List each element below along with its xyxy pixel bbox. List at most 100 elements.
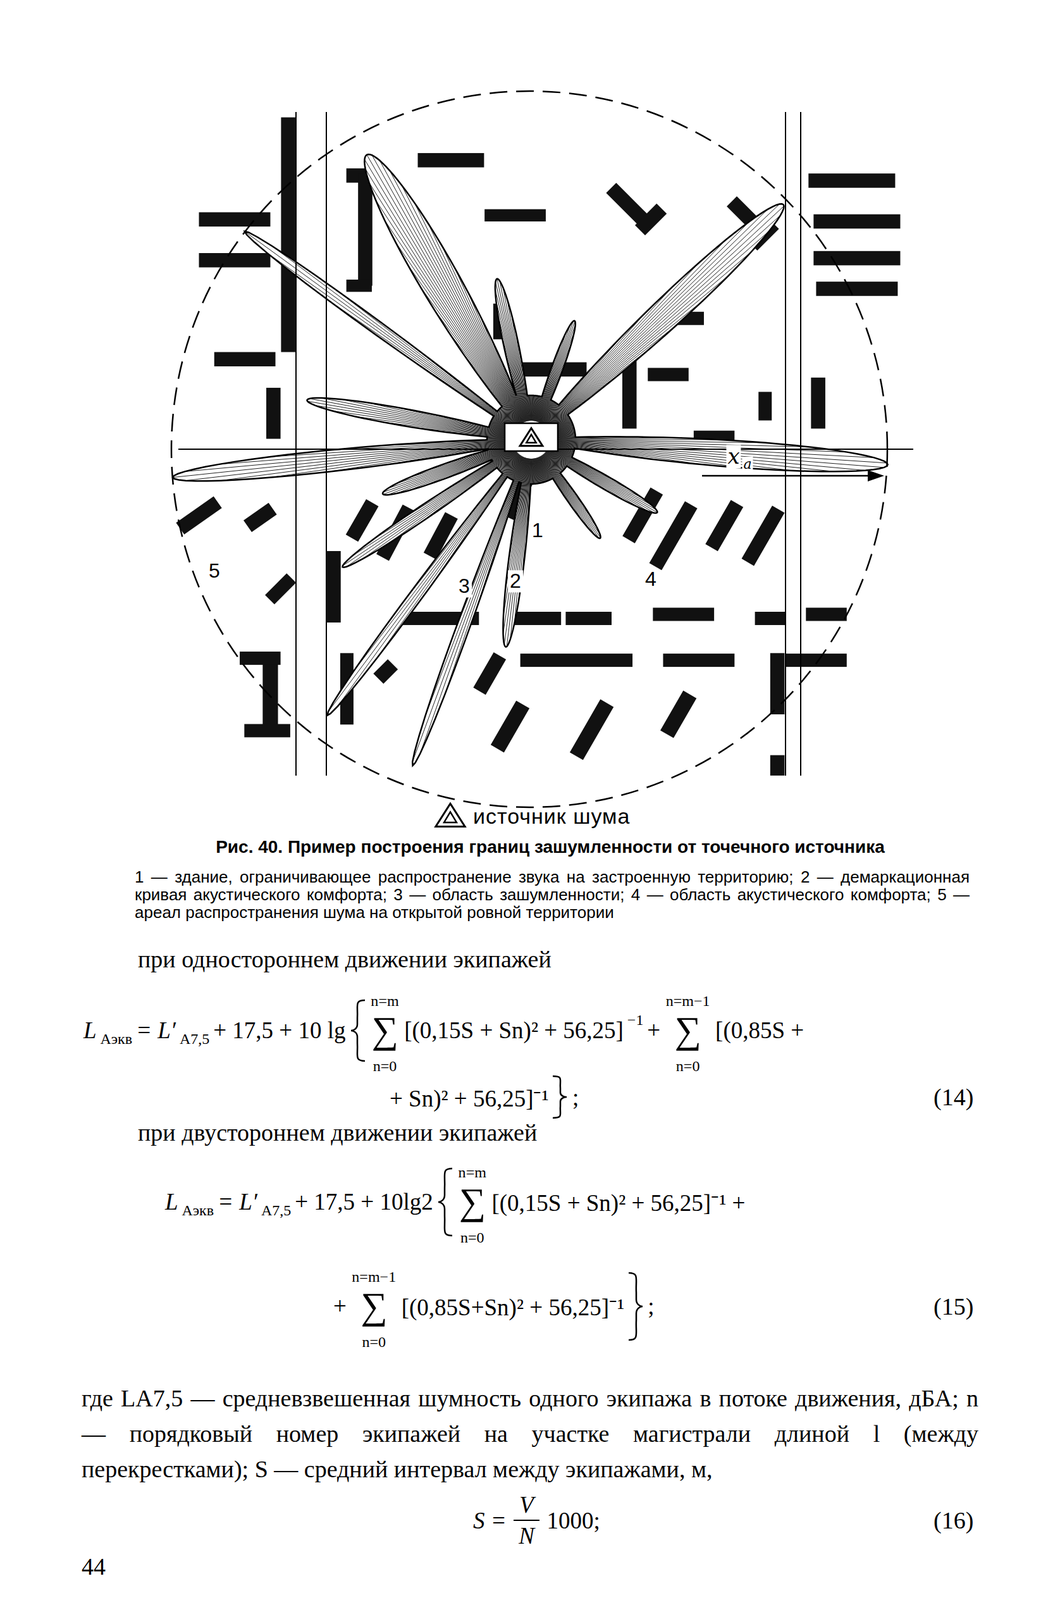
building: [175, 495, 222, 534]
hatch-ray: [266, 252, 516, 429]
hatch-ray: [550, 439, 720, 441]
brace: [349, 998, 365, 1062]
formula-slot: S =: [473, 1506, 507, 1534]
brace-path: [438, 1168, 453, 1236]
formula-slot: n=m−1: [351, 1259, 396, 1288]
building: [705, 499, 744, 551]
body-paragraph: где LA7,5 — средневзвешенная шумность од…: [81, 1380, 979, 1487]
hatch-ray: [412, 457, 525, 762]
building: [813, 251, 900, 266]
callout-number: 1: [530, 519, 546, 542]
building: [660, 690, 697, 739]
building: [199, 212, 271, 228]
building: [647, 367, 689, 381]
sum-stack: n=m∑n=0: [370, 984, 399, 1076]
building: [510, 611, 562, 625]
hatch-ray: [376, 454, 520, 658]
hatch-ray: [507, 298, 529, 421]
hatch-ray: [531, 395, 532, 421]
guides: [171, 91, 914, 827]
hatch-ray: [528, 395, 530, 421]
hatch-ray: [444, 457, 526, 696]
hatch-ray: [530, 395, 532, 421]
building: [239, 651, 281, 665]
hatch-ray: [545, 203, 780, 427]
callout-number: 2: [507, 569, 524, 592]
hatch-ray: [328, 454, 520, 712]
building: [326, 550, 341, 623]
building: [345, 499, 379, 542]
formula-part: ;: [647, 1292, 654, 1319]
sum-limit: n=0: [460, 1228, 485, 1246]
building: [770, 652, 785, 715]
legend-source-symbol: [435, 803, 465, 826]
formula-part: S =: [473, 1507, 507, 1534]
building: [808, 173, 895, 188]
hatch-ray: [543, 286, 673, 426]
hatch-ray: [467, 291, 524, 423]
brace-path: [628, 1272, 643, 1340]
building: [280, 117, 296, 352]
formula-row: +n=m−1∑n=0[(0,85S+Sn)² + 56,25]⁻¹;: [331, 1259, 657, 1352]
hatch-ray: [379, 160, 522, 424]
formula-slot: ;: [647, 1292, 654, 1320]
building: [810, 377, 826, 429]
hatch-ray: [511, 313, 529, 421]
hatch-ray: [495, 281, 528, 421]
sum-sign: ∑: [674, 1008, 702, 1051]
sum-sign: ∑: [360, 1284, 388, 1327]
formula-part: N: [518, 1522, 535, 1549]
callout-number: 3: [456, 574, 472, 598]
building: [244, 723, 291, 737]
formula-slot: 1000;: [547, 1506, 601, 1534]
formula-part: −1: [627, 1011, 644, 1028]
formula-slot: ∑: [371, 1011, 398, 1049]
sum-stack: n=m−1∑n=0: [665, 984, 711, 1076]
noise-petals: [172, 154, 888, 766]
formula-part: [(0,15S + Sn)² + 56,25]⁻¹ +: [491, 1189, 746, 1216]
hatch-ray: [550, 441, 866, 471]
legend-source-symbol-inner: [443, 811, 457, 823]
hatch-ray: [531, 458, 532, 484]
formula-slot: ∑: [360, 1287, 388, 1325]
brace-path: [552, 1075, 567, 1118]
hatch-ray: [545, 251, 752, 427]
building: [770, 755, 785, 776]
building: [266, 387, 281, 439]
formula-slot: + 17,5 + 10 lg: [213, 1016, 346, 1044]
hatch-ray: [531, 458, 534, 484]
hatch-ray: [441, 245, 524, 423]
street-line: [800, 111, 802, 776]
sum-limit: n=0: [373, 1057, 398, 1074]
hatch-ray: [499, 280, 528, 422]
body-text: при двустороннем движении экипажей: [137, 1118, 537, 1147]
formula-part: A7,5: [179, 1030, 210, 1047]
hatch-ray: [545, 230, 770, 427]
formula-slot: A7,5: [261, 1187, 291, 1215]
hatch-ray: [550, 440, 885, 468]
building: [484, 209, 546, 222]
building: [634, 203, 667, 236]
building: [815, 281, 898, 296]
formula-part: [(0,15S + Sn)² + 56,25]: [404, 1016, 624, 1043]
hatch-ray: [384, 220, 521, 424]
hatch-ray: [545, 275, 729, 428]
formula-part: + 17,5 + 10 lg: [213, 1016, 346, 1043]
building: [373, 659, 398, 684]
body-text: (15): [933, 1292, 974, 1320]
demarcation-curve: [172, 154, 888, 766]
legend-text: источник шума: [473, 803, 630, 829]
brace: [437, 1166, 453, 1237]
formula-part: + Sn)² + 56,25]⁻¹: [389, 1085, 549, 1112]
formula-slot: L: [83, 1016, 97, 1044]
axis-label: x: [726, 444, 741, 469]
formula-slot: [(0,15S + Sn)² + 56,25]⁻¹ +: [491, 1185, 746, 1218]
formula-slot: +: [647, 1016, 661, 1044]
building: [805, 607, 847, 622]
hatch-ray: [550, 441, 835, 472]
formula-part: A7,5: [261, 1201, 291, 1219]
formula-slot: ∑: [459, 1182, 486, 1221]
building: [755, 611, 786, 625]
hatch-ray: [530, 395, 531, 421]
hatch-ray: [541, 455, 584, 522]
